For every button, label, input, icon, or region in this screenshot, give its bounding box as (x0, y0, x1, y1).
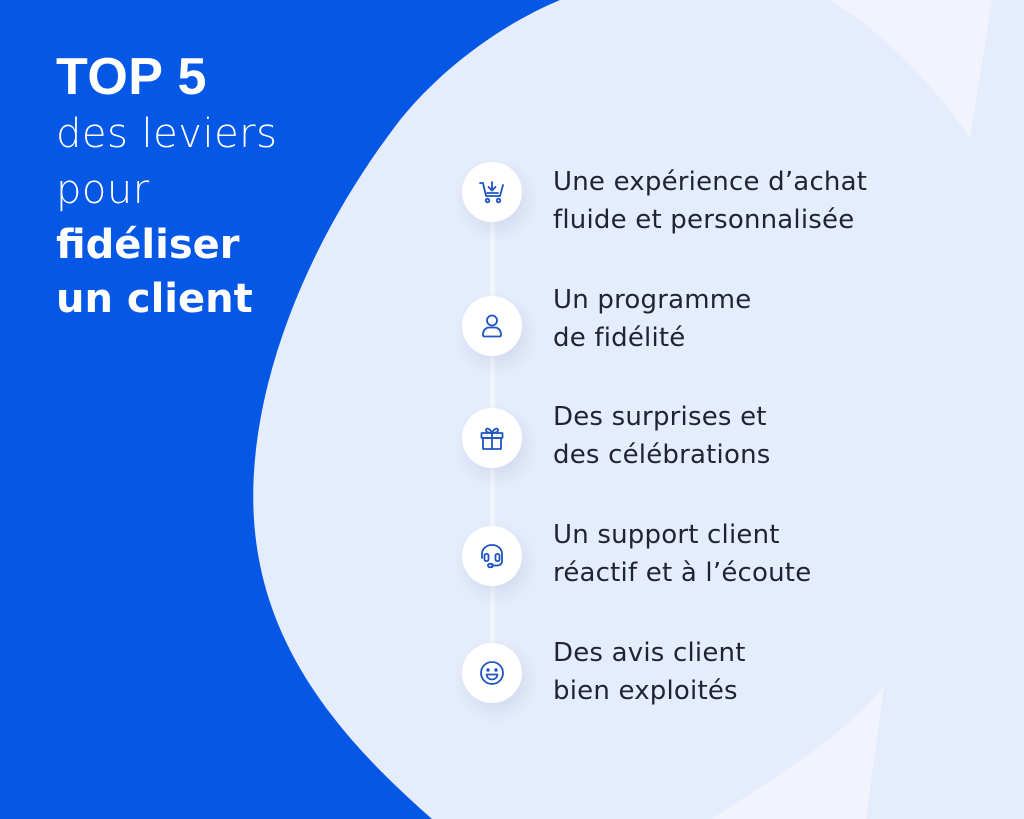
lever-text-line-1: Des surprises et (553, 402, 767, 432)
lever-text-line-1: Un programme (553, 285, 752, 315)
icon-badge (462, 526, 522, 586)
accent-wedge-bottom (712, 686, 884, 819)
lever-text: Des surprises et des célébrations (553, 398, 771, 474)
lever-text-line-1: Des avis client (553, 638, 746, 668)
accent-wedge-top (830, 0, 992, 138)
lever-text: Un programme de fidélité (553, 281, 751, 357)
lever-text-line-2: des célébrations (553, 440, 771, 470)
headset-icon (481, 544, 503, 569)
headline-line-3: fidéliser (56, 222, 240, 268)
icon-badge (462, 162, 522, 222)
icon-badge (462, 296, 522, 356)
light-panel-shape (253, 0, 1024, 819)
smiley-icon (480, 661, 504, 685)
icon-badge (462, 643, 522, 703)
lever-text: Un support client réactif et à l’écoute (553, 516, 811, 592)
lever-text-line-2: fluide et personnalisée (553, 205, 855, 235)
lever-text-line-2: de fidélité (553, 323, 686, 353)
lever-text-line-2: bien exploités (553, 676, 738, 706)
headline-top5: TOP 5 (56, 48, 207, 106)
headline-line-4: un client (56, 276, 253, 322)
lever-text: Une expérience d’achat fluide et personn… (553, 163, 867, 239)
lever-text-line-1: Un support client (553, 520, 780, 550)
headline: TOP 5 des leviers pour fidéliser un clie… (56, 48, 277, 326)
user-icon (482, 314, 502, 338)
lever-text-line-2: réactif et à l’écoute (553, 558, 812, 588)
cart-download-icon (479, 181, 504, 204)
gift-icon (480, 427, 504, 450)
lever-text: Des avis client bien exploités (553, 634, 746, 710)
headline-line-1: des leviers (56, 111, 278, 157)
headline-line-2: pour (56, 167, 150, 213)
icon-badge (462, 408, 522, 468)
lever-text-line-1: Une expérience d’achat (553, 167, 868, 197)
